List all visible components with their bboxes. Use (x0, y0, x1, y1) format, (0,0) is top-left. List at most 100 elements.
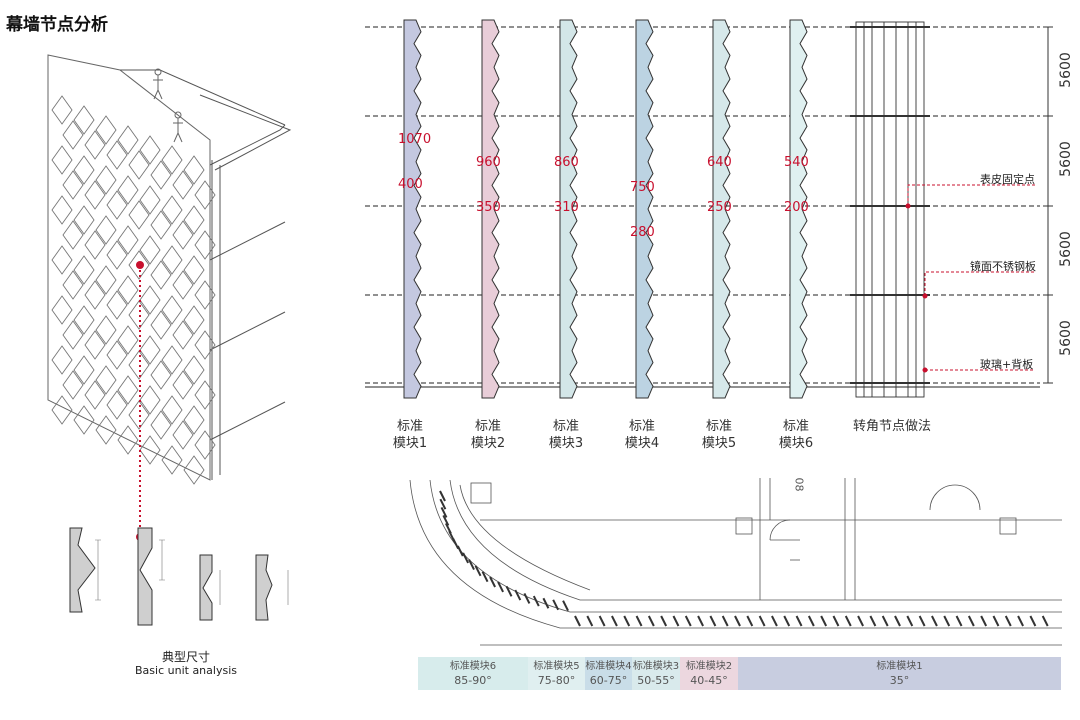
lattice-diamond (172, 270, 194, 300)
lattice-diamond (172, 320, 194, 350)
angle-band-4: 标准模块3 50-55° (632, 657, 680, 690)
module-label-1: 标准模块1 (375, 418, 445, 452)
lattice-diamond (128, 300, 150, 330)
lattice-diamond (95, 215, 117, 245)
lattice-diamond (194, 180, 216, 210)
lattice-diamond (106, 240, 128, 270)
plan-fin (844, 615, 852, 627)
plan-fin (481, 571, 489, 583)
plan-fin (857, 615, 864, 627)
lattice-diamond (62, 270, 84, 300)
module-lower-dimension-6: 200 (784, 200, 809, 215)
angle-band-6: 标准模块1 35° (738, 657, 1061, 690)
module-upper-dimension-1: 1070 (398, 132, 432, 147)
unit-profile-3 (199, 554, 213, 621)
lattice-diamond (95, 315, 117, 345)
lattice-diamond (73, 405, 95, 435)
plan-room-number: 08 (792, 477, 806, 492)
plan-fin (992, 615, 1000, 627)
lattice-diamond (172, 370, 194, 400)
plan-fins (439, 490, 1049, 627)
plan-fin (456, 545, 464, 557)
lattice-diamond (161, 395, 183, 425)
plan-fin (955, 615, 963, 627)
lattice-diamond (194, 330, 216, 360)
lattice-diamond (150, 260, 172, 290)
lattice-diamond (150, 310, 172, 340)
plan-fin (697, 615, 704, 627)
height-dimension (1043, 26, 1053, 384)
lattice-diamond (51, 345, 73, 375)
lattice-diamond (172, 170, 194, 200)
module-label-line1: 标准 (782, 419, 809, 434)
lattice-diamond (73, 355, 95, 385)
angle-band-name: 标准模块2 (685, 661, 733, 672)
plan-fin (931, 615, 938, 627)
lattice-diamond (84, 330, 106, 360)
module-label-line2: 模块3 (548, 436, 584, 451)
lattice-diamond (62, 320, 84, 350)
floor-height-3: 5600 (1058, 231, 1074, 267)
unit-profile-4 (255, 554, 273, 621)
plan-fin (771, 615, 778, 627)
plan-fin (623, 615, 631, 627)
angle-band-name: 标准模块3 (632, 661, 680, 672)
plan-fin (709, 615, 717, 627)
plan-fin (1041, 615, 1049, 627)
angle-band-degrees: 40-45° (690, 674, 728, 687)
plan-view (409, 478, 1062, 646)
lattice-diamond (183, 155, 205, 185)
module-profile-3 (559, 19, 578, 399)
angle-band-degrees: 60-75° (589, 674, 628, 687)
lattice-diamond (117, 325, 139, 355)
facade-lattice (51, 95, 216, 485)
angle-band-name: 标准模块1 (876, 661, 923, 672)
angle-band-name: 标准模块5 (533, 661, 580, 672)
lattice-diamond (117, 175, 139, 205)
angle-band-name: 标准模块6 (449, 661, 497, 672)
lattice-diamond (117, 225, 139, 255)
module-lower-dimension-2: 350 (476, 200, 501, 215)
lattice-diamond (62, 370, 84, 400)
lattice-diamond (183, 305, 205, 335)
lattice-diamond (183, 355, 205, 385)
corner-node-label: 转角节点做法 (852, 419, 931, 434)
module-upper-dimension-5: 640 (707, 155, 732, 170)
lattice-diamond (106, 140, 128, 170)
plan-fin (1017, 615, 1024, 627)
plan-fin (439, 498, 447, 510)
lattice-diamond (73, 155, 95, 185)
floor-slabs (199, 94, 292, 480)
lattice-diamond (84, 230, 106, 260)
module-profile-2 (481, 19, 500, 399)
module-profiles (403, 19, 808, 399)
module-profile-6 (789, 19, 808, 399)
plan-fin (721, 615, 729, 627)
plan-fin (462, 552, 470, 564)
module-profile-5 (712, 19, 731, 399)
lattice-diamond (150, 360, 172, 390)
lattice-diamond (117, 425, 139, 455)
lattice-diamond (139, 135, 161, 165)
plan-fin (795, 615, 803, 627)
plan-fin (635, 615, 643, 627)
lattice-diamond (139, 185, 161, 215)
annotation-stainless-panel: 镜面不锈钢板 (970, 260, 1036, 273)
lattice-diamond (172, 420, 194, 450)
floor-height-2: 5600 (1058, 141, 1074, 177)
plan-fin (1004, 615, 1012, 627)
lattice-diamond (106, 190, 128, 220)
angle-band-degrees: 50-55° (637, 674, 675, 687)
floor-lines (365, 26, 1040, 384)
plan-fin (586, 615, 594, 627)
module-label-6: 标准模块6 (761, 418, 831, 452)
lattice-diamond (95, 165, 117, 195)
module-lower-dimension-5: 250 (707, 200, 732, 215)
lattice-diamond (84, 280, 106, 310)
angle-band-degrees: 35° (889, 674, 910, 687)
lattice-diamond (84, 380, 106, 410)
module-profile-1 (403, 19, 422, 399)
lattice-diamond (128, 250, 150, 280)
lattice-diamond (51, 245, 73, 275)
